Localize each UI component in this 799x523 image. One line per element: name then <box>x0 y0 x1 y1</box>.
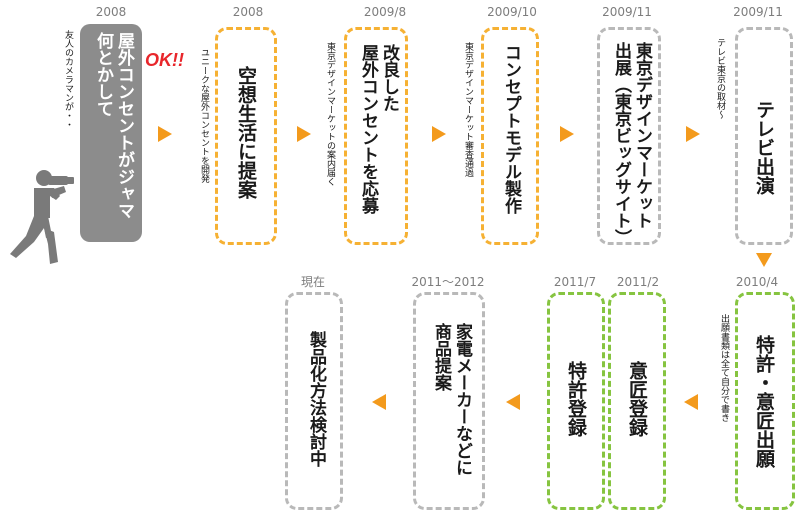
arrow-right-icon <box>158 126 172 142</box>
step3-title: 改良した 屋外コンセントを応募 <box>358 44 399 214</box>
arrow-right-icon <box>432 126 446 142</box>
step6-box: テレビ出演 <box>735 27 793 245</box>
step3-note: 東京デザインマーケットの案内届く <box>325 42 335 186</box>
step4-box: コンセプトモデル製作 <box>481 27 539 245</box>
step6-note: テレビ東京の取材〜 <box>715 38 725 119</box>
step9-title: 特許登録 <box>565 361 587 437</box>
step4-note: 東京デザインマーケット審査通過 <box>463 42 473 177</box>
step10-date: 2011〜2012 <box>411 275 485 289</box>
step4-date: 2009/10 <box>487 5 537 19</box>
step11-title: 製品化方法検討中 <box>306 331 326 467</box>
step9-date: 2011/7 <box>553 275 597 289</box>
step6-title: テレビ出演 <box>753 100 775 195</box>
step2-box: 空想生活に提案 <box>215 27 277 245</box>
step1-box: 屋外コンセントがジャマ 何とかして <box>80 24 142 242</box>
step11-date: 現在 <box>300 275 325 289</box>
step4-title: コンセプトモデル製作 <box>501 44 521 214</box>
step10-title: 家電メーカーなどに 商品提案 <box>431 323 472 476</box>
arrow-down-icon <box>756 253 772 267</box>
ok-label: OK!! <box>145 50 184 70</box>
step2-date: 2008 <box>232 5 264 19</box>
arrow-right-icon <box>560 126 574 142</box>
arrow-left-icon <box>372 394 386 410</box>
arrow-right-icon <box>297 126 311 142</box>
step1-date: 2008 <box>95 5 127 19</box>
step5-box: 東京デザインマーケット 出展（東京ビッグサイト） <box>597 27 661 246</box>
step8-title: 意匠登録 <box>626 361 648 437</box>
step11-box: 製品化方法検討中 <box>285 292 343 510</box>
step5-title: 東京デザインマーケット 出展（東京ビッグサイト） <box>611 42 652 246</box>
photographer-silhouette-icon <box>10 170 74 264</box>
step1-title: 屋外コンセントがジャマ 何とかして <box>93 32 134 219</box>
step7-box: 特許・意匠出願 <box>735 292 795 510</box>
step10-box: 家電メーカーなどに 商品提案 <box>413 292 485 510</box>
step3-date: 2009/8 <box>363 5 407 19</box>
step3-box: 改良した 屋外コンセントを応募 <box>344 27 408 245</box>
step7-title: 特許・意匠出願 <box>753 335 775 468</box>
step7-note: 出願書類は全て自分で書き <box>719 314 729 422</box>
arrow-left-icon <box>684 394 698 410</box>
arrow-left-icon <box>506 394 520 410</box>
step6-date: 2009/11 <box>733 5 783 19</box>
step8-box: 意匠登録 <box>608 292 666 510</box>
step9-box: 特許登録 <box>547 292 605 510</box>
arrow-right-icon <box>686 126 700 142</box>
step7-date: 2010/4 <box>735 275 779 289</box>
step2-title: 空想生活に提案 <box>235 66 257 199</box>
step8-date: 2011/2 <box>616 275 660 289</box>
step1-note: 友人のカメラマンが・・ <box>63 30 73 129</box>
step2-note: ユニークな屋外コンセントを開発 <box>199 48 209 183</box>
step5-date: 2009/11 <box>602 5 652 19</box>
